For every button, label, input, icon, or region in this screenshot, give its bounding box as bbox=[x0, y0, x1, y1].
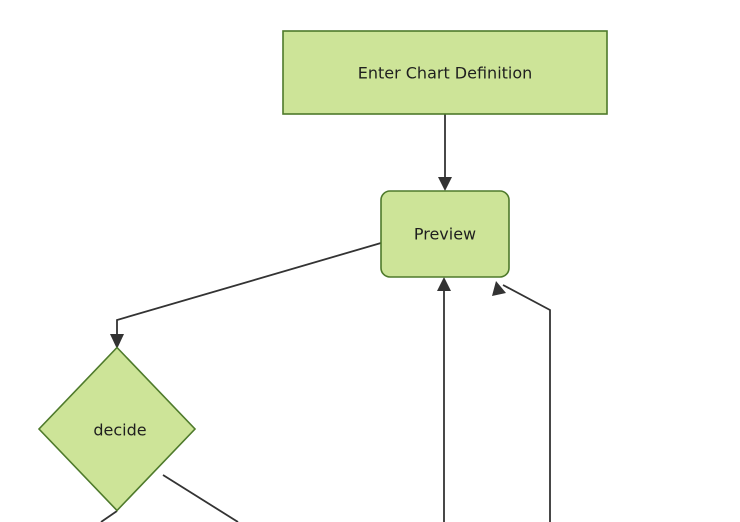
edge-line bbox=[162, 474, 239, 522]
edge-bottom-center-to-preview bbox=[437, 277, 451, 522]
edge-decide-right-out bbox=[162, 474, 239, 522]
node-preview[interactable]: Preview bbox=[380, 190, 510, 278]
edge-bottom-right-to-preview bbox=[492, 281, 551, 522]
arrowhead-icon bbox=[437, 277, 451, 291]
node-label: decide bbox=[93, 421, 146, 440]
edge-line bbox=[100, 510, 118, 522]
node-label: Preview bbox=[414, 225, 476, 244]
edge-decide-left-out bbox=[100, 510, 118, 522]
edge-enter-to-preview bbox=[438, 114, 452, 191]
edge-layer bbox=[100, 114, 551, 522]
node-label: Enter Chart Definition bbox=[358, 64, 533, 83]
node-layer: Enter Chart Definition Preview decide bbox=[37, 30, 608, 512]
arrowhead-icon bbox=[492, 281, 506, 296]
edge-line bbox=[502, 284, 551, 522]
node-diamond[interactable] bbox=[37, 346, 197, 512]
node-rectangle[interactable] bbox=[282, 30, 608, 115]
node-enter-chart-definition[interactable]: Enter Chart Definition bbox=[282, 30, 608, 115]
arrowhead-icon bbox=[110, 334, 124, 349]
node-decide[interactable]: decide bbox=[37, 346, 197, 512]
edge-line bbox=[116, 242, 382, 340]
node-rounded-rectangle[interactable] bbox=[380, 190, 510, 278]
arrowhead-icon bbox=[438, 177, 452, 191]
edge-preview-to-decide bbox=[110, 242, 382, 349]
